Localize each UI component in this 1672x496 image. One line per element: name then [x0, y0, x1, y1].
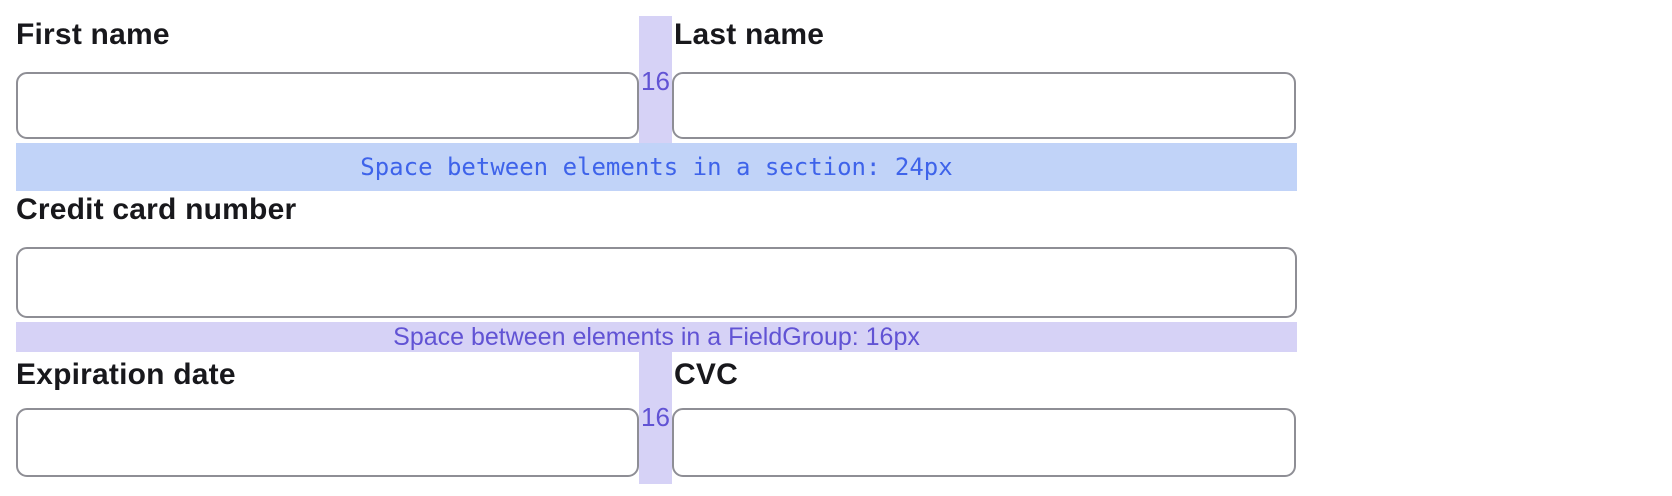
- fieldgroup-spacing-text: Space between elements in a FieldGroup: …: [393, 322, 920, 351]
- horizontal-gap-band-top: [639, 16, 672, 143]
- first-name-input[interactable]: [16, 72, 639, 139]
- expiration-date-input[interactable]: [16, 408, 639, 477]
- gap-value-top: 16: [641, 66, 670, 96]
- last-name-input[interactable]: [672, 72, 1296, 139]
- cvc-label: CVC: [674, 358, 738, 391]
- credit-card-number-input[interactable]: [16, 247, 1297, 318]
- cvc-input[interactable]: [672, 408, 1296, 477]
- first-name-label: First name: [16, 18, 170, 51]
- horizontal-gap-band-bottom: [639, 352, 672, 484]
- fieldgroup-spacing-band: Space between elements in a FieldGroup: …: [16, 322, 1297, 352]
- credit-card-number-label: Credit card number: [16, 193, 297, 226]
- section-spacing-text: Space between elements in a section: 24p…: [360, 153, 953, 181]
- last-name-label: Last name: [674, 18, 825, 51]
- expiration-date-label: Expiration date: [16, 358, 236, 391]
- section-spacing-band: Space between elements in a section: 24p…: [16, 143, 1297, 191]
- gap-value-bottom: 16: [641, 402, 670, 432]
